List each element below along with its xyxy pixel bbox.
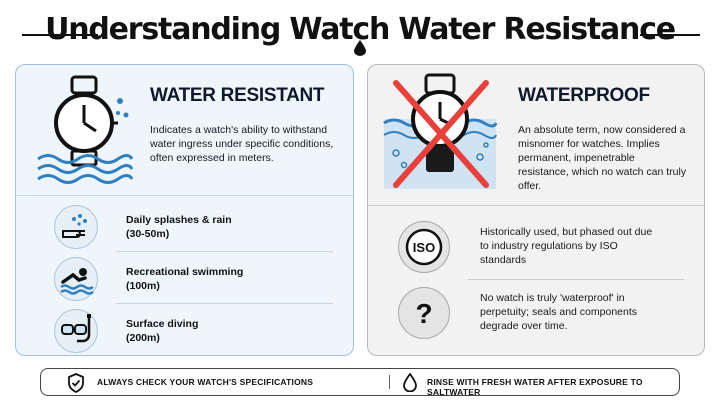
title-rule-right (640, 34, 700, 36)
item-label: Recreational swimming (126, 266, 244, 278)
footer-tips-bar: ALWAYS CHECK YOUR WATCH'S SPECIFICATIONS… (40, 368, 680, 397)
swimmer-icon (60, 268, 94, 295)
svg-text:ISO: ISO (412, 240, 434, 255)
shield-check-icon (68, 373, 84, 393)
hand-splash-icon (62, 214, 87, 238)
list-item: ? (368, 283, 704, 341)
footer-separator (389, 375, 390, 389)
item-separator (116, 303, 333, 304)
footer-tip-check-specs: ALWAYS CHECK YOUR WATCH'S SPECIFICATIONS (97, 377, 314, 387)
water-resistant-panel: WATER RESISTANT Indicates a watch's abil… (15, 64, 354, 356)
list-item: Recreational swimming (100m) (16, 253, 353, 303)
svg-text:?: ? (415, 298, 432, 329)
list-item: Surface diving (200m) (16, 305, 353, 355)
item-separator (468, 279, 684, 280)
waterproof-item-text: Historically used, but phased out due to… (480, 226, 653, 266)
title-rule-left (22, 34, 98, 36)
question-mark-icon: ? (415, 298, 432, 329)
question-mark-circle: ? (398, 287, 450, 339)
crossed-watch-icon (383, 73, 498, 189)
item-depth: (100m) (126, 280, 160, 292)
water-drop-icon (354, 40, 366, 56)
waterproof-description: An absolute term, now considered a misno… (518, 124, 687, 192)
waterproof-item-text: No watch is truly 'waterproof' in perpet… (480, 292, 638, 332)
item-separator (116, 251, 333, 252)
list-item: Daily splashes & rain (30-50m) (16, 201, 353, 251)
iso-badge-icon: ISO (405, 228, 442, 265)
item-label: Surface diving (126, 318, 199, 330)
item-depth: (30-50m) (126, 228, 170, 240)
panel-divider (16, 195, 353, 196)
snorkel-mask-icon-circle (54, 309, 98, 353)
iso-badge-circle: ISO (398, 221, 450, 273)
water-resistant-heading: WATER RESISTANT (150, 85, 325, 106)
item-label: Daily splashes & rain (126, 214, 232, 226)
hand-splash-icon-circle (54, 205, 98, 249)
water-drop-icon (403, 373, 417, 392)
waterproof-panel: WATERPROOF An absolute term, now conside… (367, 64, 705, 356)
waterproof-heading: WATERPROOF (518, 85, 650, 106)
swimmer-icon-circle (54, 257, 98, 301)
snorkel-mask-icon (61, 314, 91, 343)
footer-tip-rinse: RINSE WITH FRESH WATER AFTER EXPOSURE TO… (427, 377, 643, 397)
watch-in-water-icon (37, 75, 134, 184)
list-item: ISO (368, 217, 704, 275)
item-depth: (200m) (126, 332, 160, 344)
panel-divider (368, 205, 704, 206)
water-resistant-description: Indicates a watch's ability to withstand… (150, 124, 334, 164)
